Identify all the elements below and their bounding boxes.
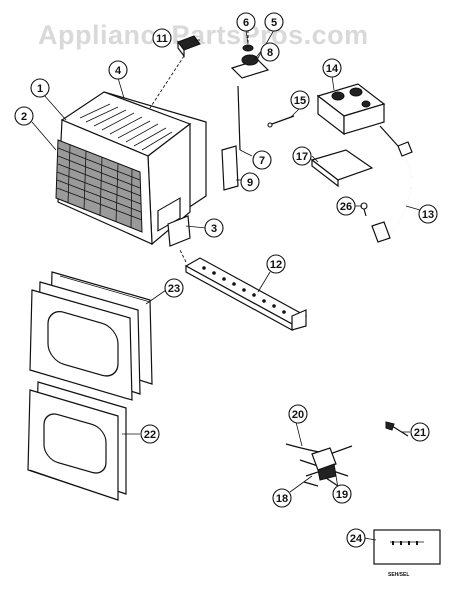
part-24-label bbox=[373, 529, 441, 565]
callout-circle-17 bbox=[292, 146, 312, 166]
callout-circle-13 bbox=[418, 204, 438, 224]
callout-6: 6 bbox=[243, 17, 249, 29]
callout-26: 26 bbox=[340, 201, 352, 213]
callout-3: 3 bbox=[211, 223, 217, 235]
callout-15: 15 bbox=[294, 95, 306, 107]
callout-19: 19 bbox=[336, 489, 348, 501]
callout-4: 4 bbox=[115, 65, 122, 77]
callouts: 1 2 3 4 5 6 7 8 9 11 12 13 14 15 17 18 1 bbox=[14, 12, 438, 548]
callout-circle-22 bbox=[140, 424, 160, 444]
burner-ports bbox=[202, 266, 286, 314]
callout-circle-24 bbox=[346, 528, 366, 548]
callout-21: 21 bbox=[414, 427, 426, 439]
part-13-tube bbox=[371, 125, 413, 243]
callout-5: 5 bbox=[271, 17, 277, 29]
part-14-control-box bbox=[316, 83, 386, 136]
callout-24: 24 bbox=[350, 533, 363, 545]
callout-9: 9 bbox=[247, 177, 253, 189]
part-21-electrode bbox=[385, 421, 409, 437]
callout-circle-15 bbox=[290, 90, 310, 110]
heater-cabinet bbox=[55, 91, 207, 246]
watermark-text: AppliancePartsPros.com bbox=[38, 20, 369, 50]
callout-11: 11 bbox=[156, 33, 168, 45]
callout-circle-18 bbox=[272, 488, 292, 508]
callout-circle-26 bbox=[336, 196, 356, 216]
callout-2: 2 bbox=[21, 111, 27, 123]
callout-circle-21 bbox=[410, 422, 430, 442]
callout-circle-2 bbox=[14, 106, 34, 126]
footer-code: SEH/SEL bbox=[388, 572, 409, 578]
callout-22: 22 bbox=[144, 429, 156, 441]
part-7-rod bbox=[237, 85, 241, 151]
part-9-bracket bbox=[221, 145, 239, 191]
callout-18: 18 bbox=[276, 493, 288, 505]
grille-hatching bbox=[56, 144, 143, 229]
callout-17: 17 bbox=[296, 151, 308, 163]
callout-circle-1 bbox=[30, 78, 50, 98]
callout-1: 1 bbox=[37, 83, 43, 95]
callout-circle-3 bbox=[204, 218, 224, 238]
callout-circle-6 bbox=[236, 12, 256, 32]
part-17-plate bbox=[310, 149, 374, 188]
callout-circle-14 bbox=[322, 58, 342, 78]
callout-circle-7 bbox=[252, 150, 272, 170]
callout-12: 12 bbox=[270, 259, 282, 271]
callout-circle-9 bbox=[240, 172, 260, 192]
pilot-assembly bbox=[285, 443, 353, 491]
callout-7: 7 bbox=[259, 155, 265, 167]
part-22-radiant-panel bbox=[27, 381, 127, 501]
front-grille bbox=[55, 139, 143, 233]
part-12-burner bbox=[179, 249, 308, 332]
bracket-3 bbox=[167, 215, 191, 247]
callout-8: 8 bbox=[267, 47, 273, 59]
top-louvers bbox=[79, 103, 173, 151]
callout-20: 20 bbox=[292, 409, 304, 421]
callout-circle-20 bbox=[288, 404, 308, 424]
part-11-block bbox=[149, 35, 201, 109]
callout-circle-4 bbox=[108, 60, 128, 80]
callout-23: 23 bbox=[168, 283, 180, 295]
callout-circle-5 bbox=[264, 12, 284, 32]
part-26-fitting bbox=[360, 202, 368, 217]
callout-circle-11 bbox=[152, 28, 172, 48]
part-8-valve-mount bbox=[230, 30, 270, 79]
callout-14: 14 bbox=[326, 63, 339, 75]
callout-circle-12 bbox=[266, 254, 286, 274]
callout-circle-23 bbox=[164, 278, 184, 298]
callout-circle-19 bbox=[332, 484, 352, 504]
part-23-radiant-panel bbox=[29, 271, 153, 401]
callout-circle-8 bbox=[260, 42, 280, 62]
callout-13: 13 bbox=[422, 209, 434, 221]
